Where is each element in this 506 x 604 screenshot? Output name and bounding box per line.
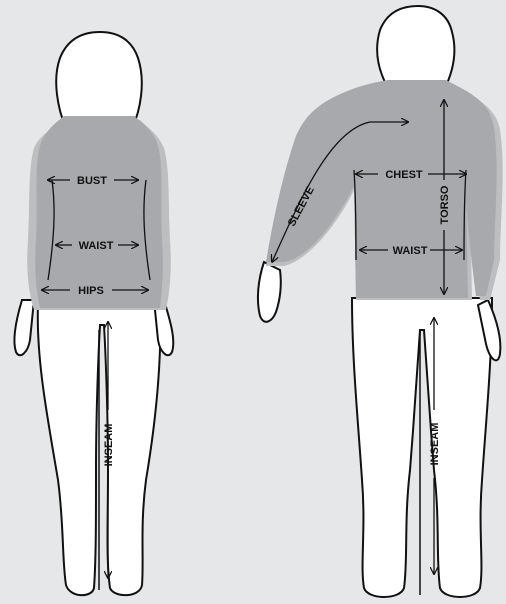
waist-label-female: WAIST <box>79 240 114 252</box>
male-legs <box>352 298 492 597</box>
female-figure: BUST WAIST HIPS INSEAM <box>14 32 173 595</box>
waist-label-male: WAIST <box>393 245 428 257</box>
female-left-hand <box>14 300 34 355</box>
bust-label: BUST <box>77 175 107 187</box>
inseam-label-female: INSEAM <box>103 424 115 467</box>
male-garment <box>266 80 497 298</box>
torso-label: TORSO <box>439 185 451 224</box>
female-head <box>56 32 142 128</box>
male-left-hand <box>258 262 281 322</box>
hips-label: HIPS <box>78 285 104 297</box>
male-figure: SLEEVE CHEST WAIST TORSO INSEAM <box>258 6 503 597</box>
chest-label: CHEST <box>385 169 423 181</box>
inseam-label-male: INSEAM <box>429 423 441 466</box>
male-head <box>377 6 454 90</box>
